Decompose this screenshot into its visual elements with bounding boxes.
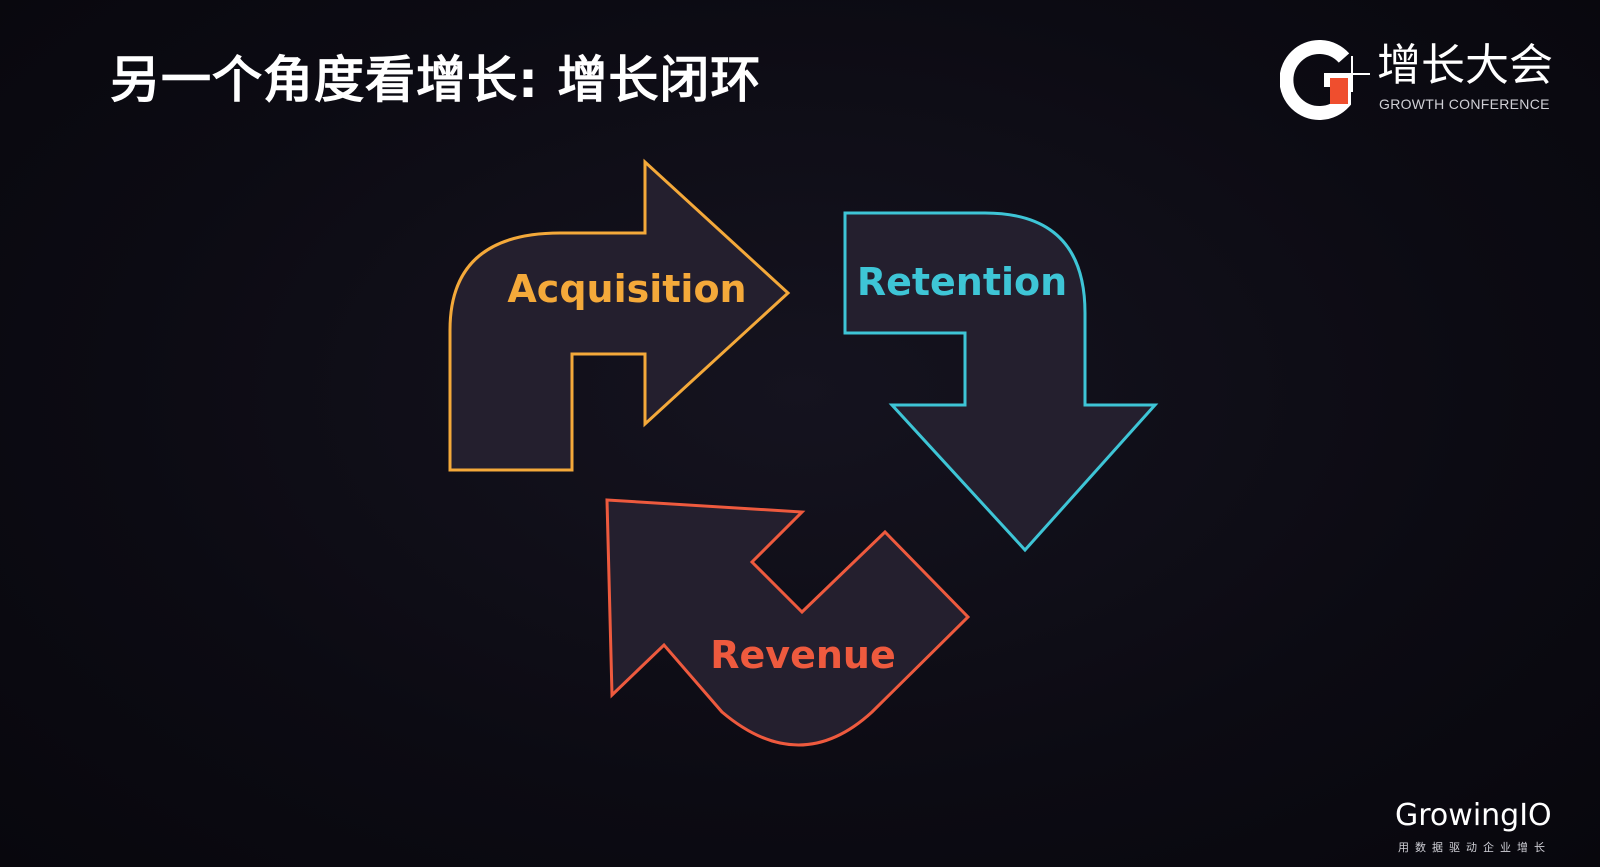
brand-name-en: GROWTH CONFERENCE [1379,96,1550,112]
revenue-arrow: Revenue [605,498,971,747]
slide-title: 另一个角度看增长: 增长闭环 [110,51,762,109]
growth-conference-logo: 增长大会 GROWTH CONFERENCE [1280,40,1580,120]
revenue-label: Revenue [710,633,895,677]
brand-name-cn: 增长大会 [1377,40,1553,91]
retention-arrow: Retention [843,211,1159,553]
acquisition-arrow-shape [448,158,791,472]
retention-arrow-shape [843,211,1159,553]
revenue-arrow-shape [605,498,971,747]
retention-label: Retention [857,260,1067,304]
growingio-logo-text: GrowingIO [1395,798,1552,833]
acquisition-label: Acquisition [507,267,746,311]
acquisition-arrow: Acquisition [448,158,791,472]
growingio-slogan: 用数据驱动企业增长 [1398,841,1551,854]
growingio-footer-logo: GrowingIO 用数据驱动企业增长 [1390,798,1590,860]
g-logo-icon [1280,40,1370,120]
